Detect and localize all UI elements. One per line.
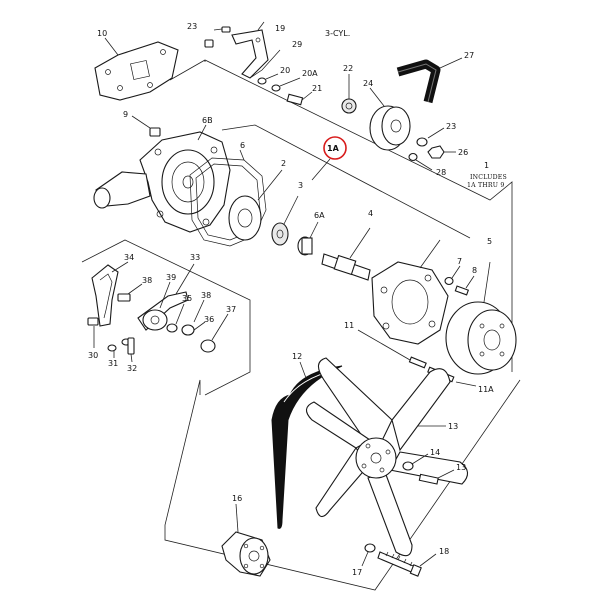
part-37-washer (200, 313, 229, 353)
callout-28: 28 (436, 168, 446, 177)
callout-30: 30 (88, 351, 98, 360)
part-38-bolt-right (193, 299, 205, 323)
callout-23-right: 23 (446, 122, 456, 131)
group-outline-bracket (81, 239, 251, 396)
part-35-washer (166, 303, 185, 333)
part-20A-nut (271, 77, 301, 92)
callout-10: 10 (97, 29, 107, 38)
part-3-seal (271, 195, 299, 246)
part-13-fan (305, 357, 469, 557)
part-6A-bearing (297, 221, 319, 256)
callout-31: 31 (108, 359, 118, 368)
part-8-bolt (454, 275, 475, 296)
part-6B-housing (93, 124, 231, 233)
highlight-1A (311, 136, 347, 181)
callout-20: 20 (280, 66, 290, 75)
part-15-bolt (418, 469, 455, 485)
part-21-bolt (286, 91, 313, 106)
part-28-washer (408, 152, 433, 171)
part-36-nut (181, 321, 206, 336)
callout-18: 18 (439, 547, 449, 556)
callout-34: 34 (124, 253, 134, 262)
callout-6B: 6B (202, 116, 213, 125)
group-outline-6 (221, 124, 471, 239)
callout-7: 7 (457, 257, 462, 266)
part-25-washer (416, 127, 445, 147)
callout-33: 33 (190, 253, 200, 262)
group-outline-1 (169, 59, 513, 372)
part-22-bushing (341, 74, 357, 114)
callout-20A: 20A (302, 69, 318, 78)
callout-13-top: 13 (448, 422, 458, 431)
part-16-spacer (221, 503, 271, 577)
callout-29: 29 (292, 40, 302, 49)
part-20-washer (257, 73, 279, 85)
callout-26: 26 (458, 148, 468, 157)
group-outline-fan (164, 379, 521, 591)
callout-23-left: 23 (187, 22, 197, 31)
callout-2: 2 (281, 159, 286, 168)
variant-label: 3-CYL. (325, 29, 350, 38)
callout-35: 35 (182, 294, 192, 303)
part-7-washer (444, 265, 461, 286)
part-4-shaft (321, 227, 371, 281)
part-23-pin (204, 26, 231, 48)
part-19-bracket (231, 21, 269, 79)
callout-14: 14 (430, 448, 440, 457)
part-17-washer (361, 543, 376, 567)
part-18-bolt (377, 551, 437, 577)
callout-6: 6 (240, 141, 245, 150)
callout-12: 12 (292, 352, 302, 361)
callout-36: 36 (204, 315, 214, 324)
part-hub-pulley (445, 261, 517, 375)
part-14-washer (402, 453, 429, 471)
callout-11: 11 (344, 321, 354, 330)
callout-37: 37 (226, 305, 236, 314)
part-33-arm (137, 263, 195, 331)
callout-22: 22 (343, 64, 353, 73)
part-34-bracket (91, 261, 129, 327)
callout-6A: 6A (314, 211, 325, 220)
note-line-1: INCLUDES (470, 174, 507, 181)
part-24-pulley (369, 87, 411, 151)
part-27-hose (396, 57, 463, 104)
callout-9: 9 (123, 110, 128, 119)
part-2-impeller (228, 169, 283, 241)
callout-38-left: 38 (142, 276, 152, 285)
callout-19: 19 (275, 24, 285, 33)
callout-27: 27 (464, 51, 474, 60)
callout-1: 1 (484, 161, 489, 170)
part-32-bolt (127, 337, 135, 363)
callout-8: 8 (472, 266, 477, 275)
callout-11A: 11A (478, 385, 494, 394)
callout-4: 4 (368, 209, 373, 218)
callout-38-right: 38 (201, 291, 211, 300)
callout-1A: 1A (327, 144, 340, 153)
callout-5: 5 (487, 237, 492, 246)
part-11-bolt (357, 329, 427, 369)
part-26-nut (427, 145, 456, 159)
callout-39: 39 (166, 273, 176, 282)
part-5-pump-body (371, 239, 449, 345)
part-29-link (249, 49, 281, 79)
part-10-plate (94, 37, 179, 101)
part-30-bolt (87, 317, 99, 348)
part-9-plug (131, 115, 161, 137)
note-line-2: 1A THRU 9 (467, 182, 504, 189)
part-31-washer (107, 338, 131, 358)
callout-16: 16 (232, 494, 242, 503)
part-38-bolt-left (117, 283, 143, 302)
callout-labels: 3-CYL. 10 23 19 29 20 20A 21 22 24 27 23… (88, 22, 507, 577)
part-39-bolt (159, 281, 171, 309)
callout-32: 32 (127, 364, 137, 373)
callout-17: 17 (352, 568, 362, 577)
callout-3: 3 (298, 181, 303, 190)
callout-21: 21 (312, 84, 322, 93)
callout-13-bottom: 13 (456, 463, 466, 472)
callout-24: 24 (363, 79, 373, 88)
